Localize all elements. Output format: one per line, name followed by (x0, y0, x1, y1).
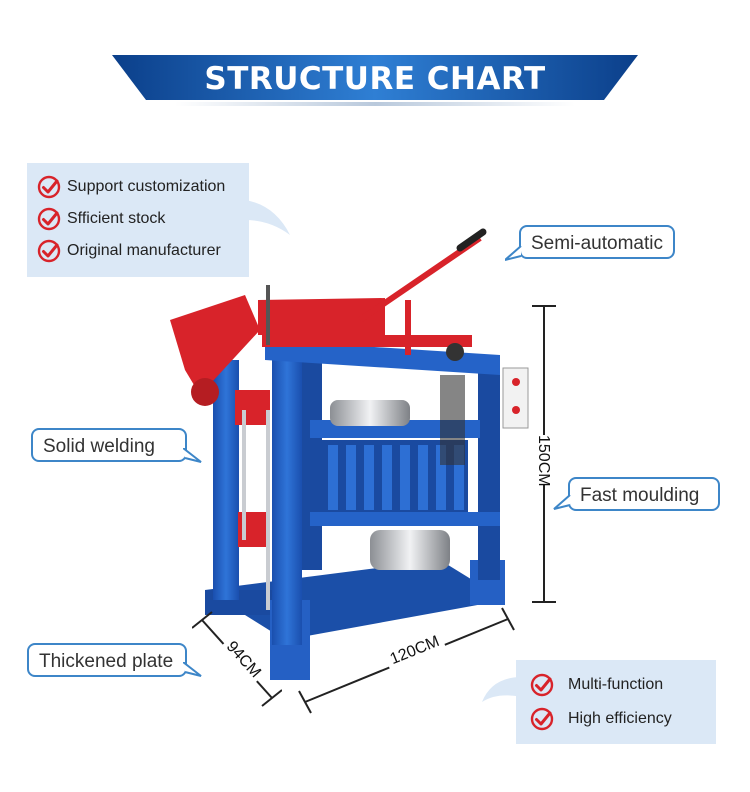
callout-thickened-plate: Thickened plate (27, 643, 187, 677)
callout-fast-moulding: Fast moulding (568, 477, 720, 511)
feature-label: Sfficient stock (67, 210, 166, 227)
block-machine-image (170, 228, 529, 680)
check-circle-icon (530, 673, 554, 697)
feature-item: Original manufacturer (37, 235, 249, 267)
check-circle-icon (530, 707, 554, 731)
panel-pointer (245, 200, 290, 235)
feature-label: Support customization (67, 178, 226, 195)
feature-label: High efficiency (568, 710, 672, 727)
callout-solid-welding: Solid welding (31, 428, 187, 462)
callout-pointer (553, 495, 571, 510)
feature-item: Support customization (37, 171, 249, 203)
callout-pointer (183, 662, 202, 677)
check-circle-icon (37, 239, 61, 263)
check-circle-icon (37, 175, 61, 199)
callout-pointer (183, 448, 202, 463)
callout-pointer (505, 246, 522, 261)
feature-panel-top: Support customization Sfficient stock Or… (27, 163, 249, 277)
feature-label: Multi-function (568, 676, 664, 693)
feature-panel-bottom: Multi-function High efficiency (516, 660, 716, 744)
feature-item: Sfficient stock (37, 203, 249, 235)
feature-item: Multi-function (530, 668, 716, 702)
height-dimension-label: 150CM (534, 435, 552, 487)
feature-label: Original manufacturer (67, 242, 221, 259)
check-circle-icon (37, 207, 61, 231)
callout-semi-automatic: Semi-automatic (519, 225, 675, 259)
title-banner (112, 55, 638, 106)
panel-pointer (482, 677, 522, 702)
feature-item: High efficiency (530, 702, 716, 736)
page-title: STRUCTURE CHART (204, 61, 546, 97)
